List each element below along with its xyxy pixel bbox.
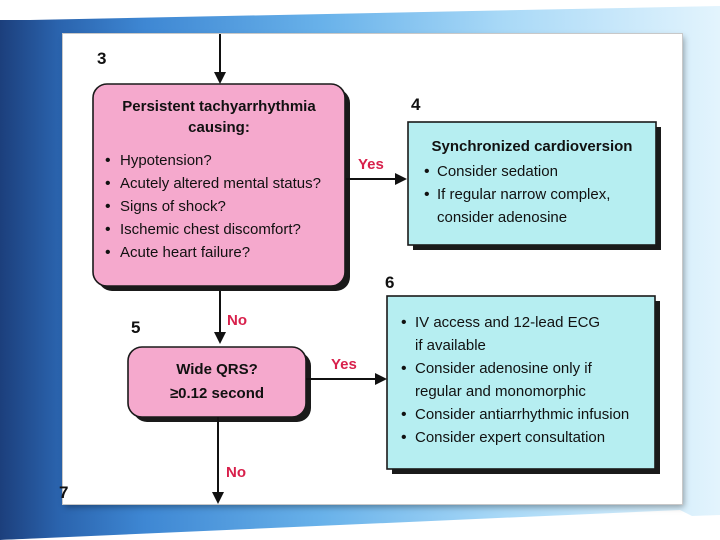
box-5-title-line2: ≥0.12 second [170,385,264,402]
action-box-6: • IV access and 12-lead ECG if available… [386,295,660,474]
box-6-item: Consider antiarrhythmic infusion [415,406,629,423]
arrow-entry [214,34,226,84]
bullet-mark: • [401,406,407,423]
label-yes-top: Yes [358,156,384,173]
decision-box-5: Wide QRS? ≥0.12 second [127,346,311,422]
box-6-item: IV access and 12-lead ECG [415,314,600,331]
box-4-item: Consider sedation [437,163,558,180]
bullet-mark: • [424,186,430,203]
box-6-body [386,295,656,470]
bullet-mark: • [105,198,111,215]
bullet-mark: • [401,360,407,377]
box-5-body [127,346,307,418]
bullet-mark: • [424,163,430,180]
label-no-mid: No [227,312,247,329]
box-4-title: Synchronized cardioversion [432,138,633,155]
step-number-3: 3 [97,49,106,68]
label-no-bottom: No [226,464,246,481]
box-4-item: If regular narrow complex, [437,186,610,203]
arrow-yes-to-box-4: Yes [346,156,407,185]
box-5-title-line1: Wide QRS? [176,361,258,378]
box-3-item: Acute heart failure? [120,244,250,261]
box-6-item: Consider expert consultation [415,429,605,446]
box-3-item: Signs of shock? [120,198,226,215]
bullet-mark: • [105,152,111,169]
flowchart-diagram: 3 4 5 6 7 Persistent tachyarrhythmia cau… [59,34,661,504]
bullet-mark: • [105,244,111,261]
box-6-item: regular and monomorphic [415,383,586,400]
flowchart-figure: 3 4 5 6 7 Persistent tachyarrhythmia cau… [59,34,682,504]
step-number-4: 4 [411,95,421,114]
bullet-mark: • [401,314,407,331]
arrow-no-down: No [212,417,246,504]
label-yes-bottom: Yes [331,356,357,373]
box-3-title-line1: Persistent tachyarrhythmia [122,98,316,115]
decision-box-3: Persistent tachyarrhythmia causing: • Hy… [92,83,350,291]
step-number-5: 5 [131,318,140,337]
step-number-6: 6 [385,273,394,292]
step-number-7: 7 [59,483,68,502]
box-3-item: Acutely altered mental status? [120,175,321,192]
arrow-yes-to-box-6: Yes [306,356,387,385]
box-3-item: Hypotension? [120,152,212,169]
bullet-mark: • [105,221,111,238]
box-3-item: Ischemic chest discomfort? [120,221,301,238]
box-4-item: consider adenosine [437,209,567,226]
bullet-mark: • [105,175,111,192]
box-3-body [92,83,346,287]
arrow-no-to-box-5: No [214,291,247,344]
action-box-4: Synchronized cardioversion • Consider se… [407,121,661,250]
box-4-body [407,121,657,246]
box-3-title-line2: causing: [188,119,250,136]
box-6-item: if available [415,337,486,354]
box-6-item: Consider adenosine only if [415,360,593,377]
bullet-mark: • [401,429,407,446]
